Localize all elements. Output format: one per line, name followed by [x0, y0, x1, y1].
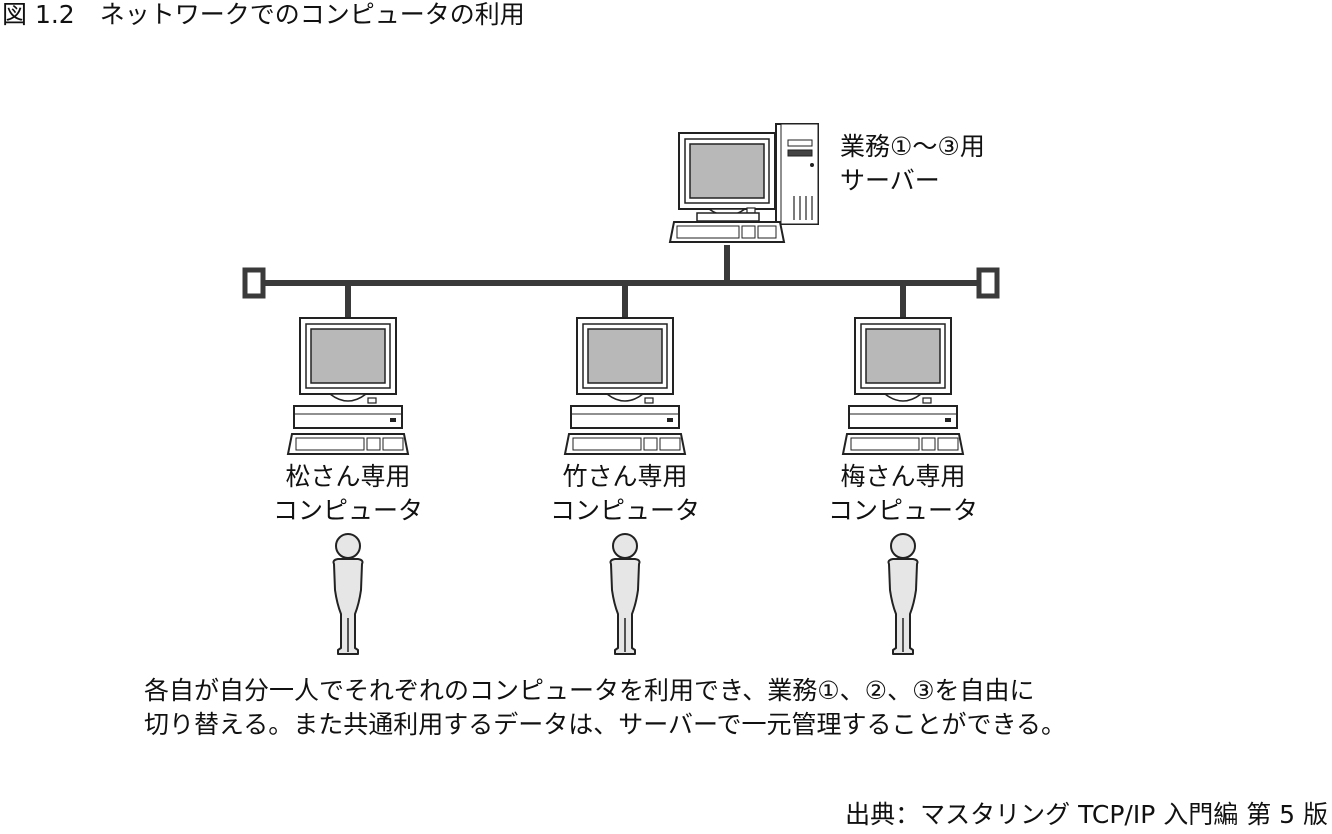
terminator-icon [976, 267, 1000, 299]
desktop-computer-icon [564, 317, 686, 455]
figure-title: 図 1.2 ネットワークでのコンピュータの利用 [2, 0, 525, 29]
server-label: 業務①〜③用 サーバー [840, 130, 985, 198]
server-label-line1: 業務①〜③用 [840, 132, 985, 161]
caption-line1: 各自が自分一人でそれぞれのコンピュータを利用でき、業務①、②、③を自由に [144, 676, 1035, 705]
computer-label-line1: 梅さん専用 [840, 462, 966, 491]
computer-label-line1: 竹さん専用 [562, 462, 688, 491]
network-bus [242, 245, 1000, 318]
server-label-line2: サーバー [840, 166, 940, 195]
computer-label-ume: 梅さん専用 コンピュータ [783, 460, 1023, 528]
source-citation: 出典：マスタリング TCP/IP 入門編 第 5 版 [845, 800, 1328, 829]
computer-label-take: 竹さん専用 コンピュータ [505, 460, 745, 528]
computer-label-line2: コンピュータ [272, 496, 423, 525]
person-icon [609, 533, 641, 655]
desktop-computer-icon [287, 317, 409, 455]
computer-label-line1: 松さん専用 [285, 462, 411, 491]
desktop-computer-icon [842, 317, 964, 455]
caption: 各自が自分一人でそれぞれのコンピュータを利用でき、業務①、②、③を自由に 切り替… [144, 674, 1066, 742]
terminator-icon [242, 267, 266, 299]
computer-label-line2: コンピュータ [827, 496, 978, 525]
caption-line2: 切り替える。また共通利用するデータは、サーバーで一元管理することができる。 [144, 710, 1067, 739]
person-icon [332, 533, 364, 655]
computer-label-matsu: 松さん専用 コンピュータ [228, 460, 468, 528]
server-tower-icon [668, 123, 819, 243]
computer-label-line2: コンピュータ [549, 496, 700, 525]
person-icon [887, 533, 919, 655]
